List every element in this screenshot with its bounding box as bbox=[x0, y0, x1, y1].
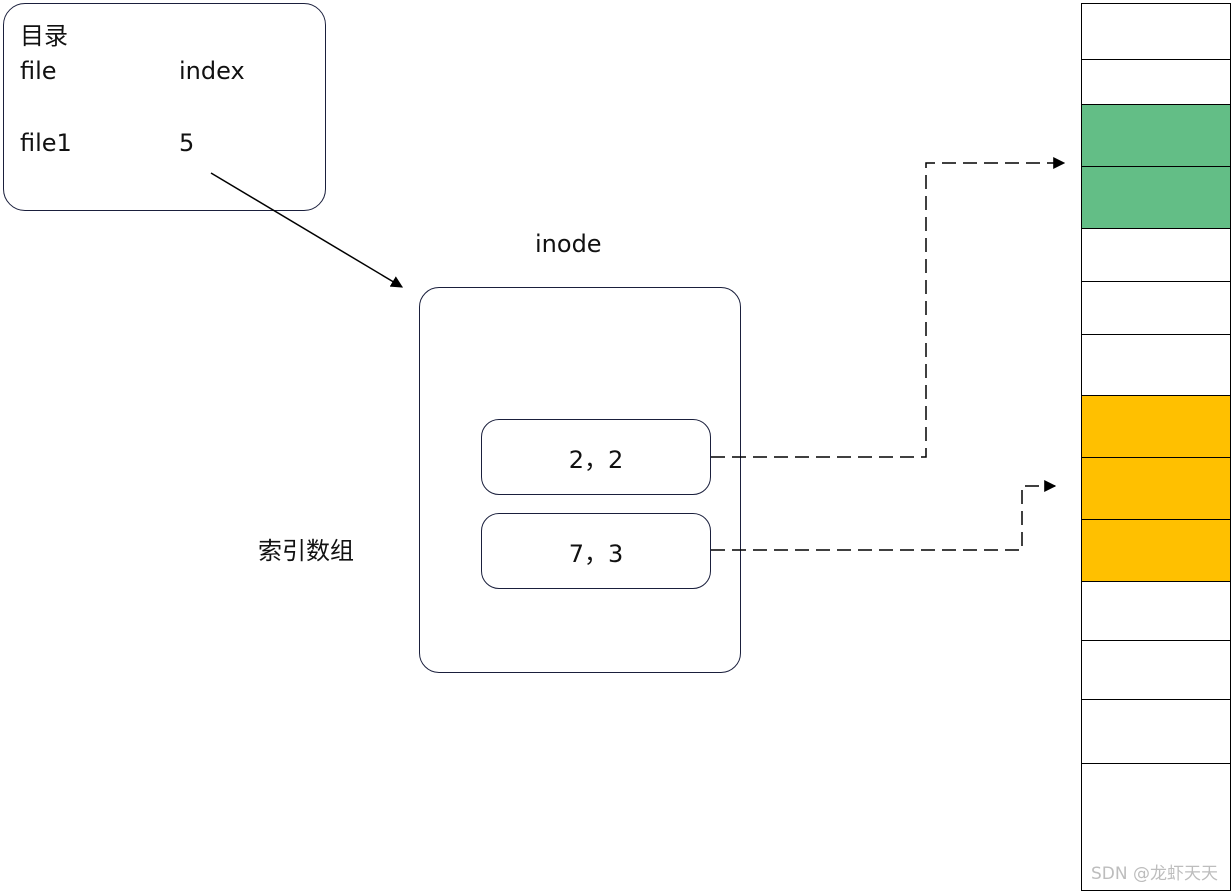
directory-box bbox=[3, 3, 326, 211]
disk-block-empty bbox=[1082, 764, 1230, 889]
directory-to-inode-arrow bbox=[210, 172, 404, 288]
inode-label: inode bbox=[535, 230, 602, 258]
disk-block-empty bbox=[1082, 582, 1230, 641]
disk-block-empty bbox=[1082, 282, 1230, 335]
disk-block-yellow bbox=[1082, 396, 1230, 458]
directory-header-file: file bbox=[20, 57, 57, 85]
disk-block-empty bbox=[1082, 4, 1230, 60]
disk-block-green bbox=[1082, 167, 1230, 229]
disk-block-yellow bbox=[1082, 458, 1230, 520]
disk-block-empty bbox=[1082, 641, 1230, 700]
directory-row-file: file1 bbox=[20, 129, 72, 157]
directory-row-index: 5 bbox=[179, 129, 195, 157]
disk-block-column bbox=[1081, 3, 1231, 891]
directory-header-index: index bbox=[179, 57, 245, 85]
index-entry-2: 7，3 bbox=[481, 513, 711, 589]
disk-block-empty bbox=[1082, 335, 1230, 396]
index-array-label: 索引数组 bbox=[258, 537, 354, 565]
watermark: SDN @龙虾天天 bbox=[1090, 864, 1218, 884]
directory-title: 目录 bbox=[20, 22, 68, 50]
entry-1-to-green-arrow bbox=[711, 157, 1066, 458]
disk-block-yellow bbox=[1082, 520, 1230, 582]
disk-block-empty bbox=[1082, 229, 1230, 282]
disk-block-green bbox=[1082, 105, 1230, 167]
disk-block-empty bbox=[1082, 700, 1230, 764]
disk-block-empty bbox=[1082, 60, 1230, 105]
entry-2-to-yellow-arrow bbox=[711, 480, 1057, 551]
index-entry-1: 2，2 bbox=[481, 419, 711, 495]
